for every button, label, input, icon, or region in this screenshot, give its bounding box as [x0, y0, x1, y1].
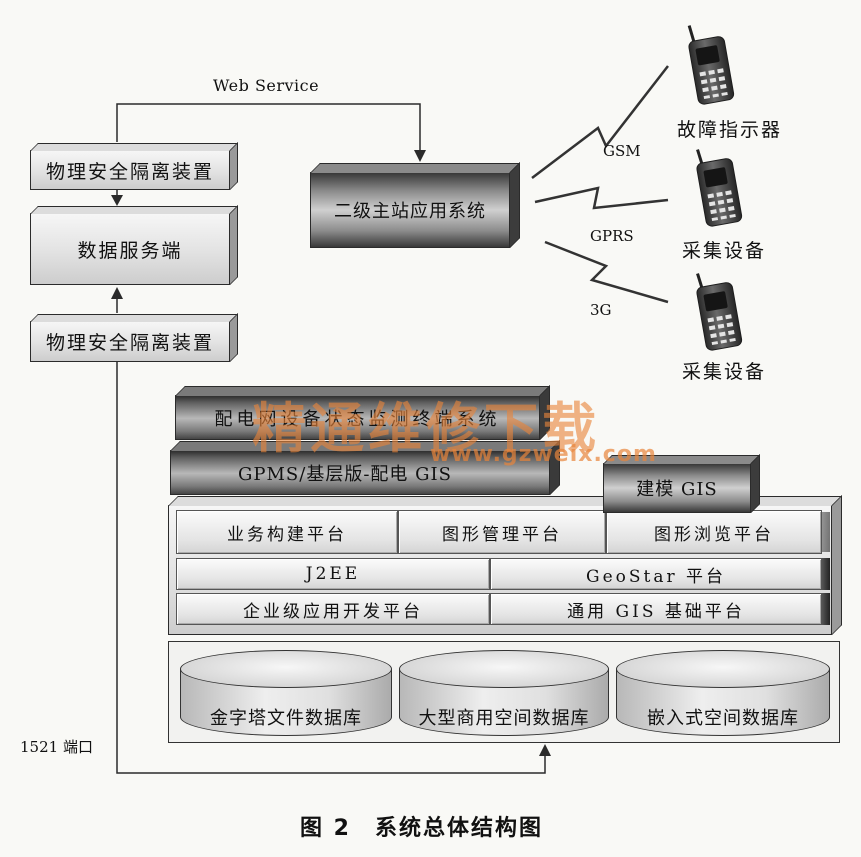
database-label: 嵌入式空间数据库 — [647, 708, 799, 729]
gpms-label: GPMS/基层版-配电 GIS — [238, 463, 452, 485]
gprs-label: GPRS — [590, 227, 634, 245]
platform-cell: 企业级应用开发平台 — [176, 593, 490, 625]
arrowhead-to-databases — [539, 744, 551, 756]
device-label-collector: 采集设备 — [682, 361, 767, 383]
modeling-gis-box: 建模 GIS — [603, 463, 751, 513]
watermark-text: 精通维修下载 — [252, 397, 600, 460]
top-isolation-device-label: 物理安全隔离装置 — [45, 160, 214, 183]
mobile-phone-icon — [687, 25, 735, 105]
bottom-isolation-device-label: 物理安全隔离装置 — [45, 332, 214, 354]
platform-cell: 图形管理平台 — [398, 510, 606, 554]
row-edge-strip — [822, 512, 830, 552]
database-cylinder: 嵌入式空间数据库 — [616, 650, 830, 736]
arrowhead-to-master-station — [414, 150, 426, 162]
lightning-bolt-icon — [534, 186, 669, 210]
arrowhead-up-to-data-server — [111, 287, 123, 299]
data-server-label: 数据服务端 — [77, 239, 183, 262]
top-isolation-device: 物理安全隔离装置 — [30, 150, 230, 190]
device-label-collector: 采集设备 — [682, 240, 767, 262]
gsm-label: GSM — [603, 142, 641, 160]
platform-cell: J2EE — [176, 558, 490, 590]
arrowhead-to-data-server — [111, 195, 123, 206]
figure-caption: 图 2 系统总体结构图 — [300, 816, 543, 841]
row-edge-strip — [822, 558, 830, 590]
web-service-connector — [116, 103, 421, 152]
lightning-bolt-icon — [531, 65, 669, 179]
modeling-gis-label: 建模 GIS — [636, 479, 718, 500]
platform-cell: 通用 GIS 基础平台 — [490, 593, 822, 625]
mobile-phone-icon — [696, 149, 743, 227]
port-1521-connector — [116, 362, 546, 774]
platform-cell: 图形浏览平台 — [606, 510, 822, 554]
master-station-label: 二级主站应用系统 — [334, 201, 486, 222]
row-edge-strip — [822, 593, 830, 625]
lightning-bolt-icon — [544, 240, 669, 304]
gpms-bar: GPMS/基层版-配电 GIS — [170, 450, 550, 495]
mobile-phone-icon — [696, 273, 743, 351]
web-service-label: Web Service — [213, 76, 320, 95]
database-cylinder: 大型商用空间数据库 — [399, 650, 609, 736]
device-label-fault-indicator: 故障指示器 — [677, 119, 783, 141]
monitoring-system-label: 配电网设备状态监测终端系统 — [214, 408, 501, 430]
platform-cell: GeoStar 平台 — [490, 558, 822, 590]
3g-label: 3G — [590, 301, 612, 319]
port-label: 1521 端口 — [20, 738, 93, 756]
bottom-isolation-device: 物理安全隔离装置 — [30, 321, 230, 362]
watermark-url: www.gzweix.com — [430, 442, 657, 467]
monitoring-system-bar: 配电网设备状态监测终端系统 — [175, 395, 540, 440]
platform-cell: 业务构建平台 — [176, 510, 398, 554]
database-label: 金字塔文件数据库 — [210, 708, 362, 729]
database-label: 大型商用空间数据库 — [418, 708, 590, 729]
database-cylinder: 金字塔文件数据库 — [180, 650, 392, 736]
database-layer: 金字塔文件数据库 大型商用空间数据库 嵌入式空间数据库 — [168, 641, 840, 743]
platform-layer: 业务构建平台 图形管理平台 图形浏览平台 J2EE GeoStar 平台 企业级… — [168, 505, 832, 635]
data-server: 数据服务端 — [30, 213, 230, 285]
master-station-box: 二级主站应用系统 — [310, 172, 510, 248]
